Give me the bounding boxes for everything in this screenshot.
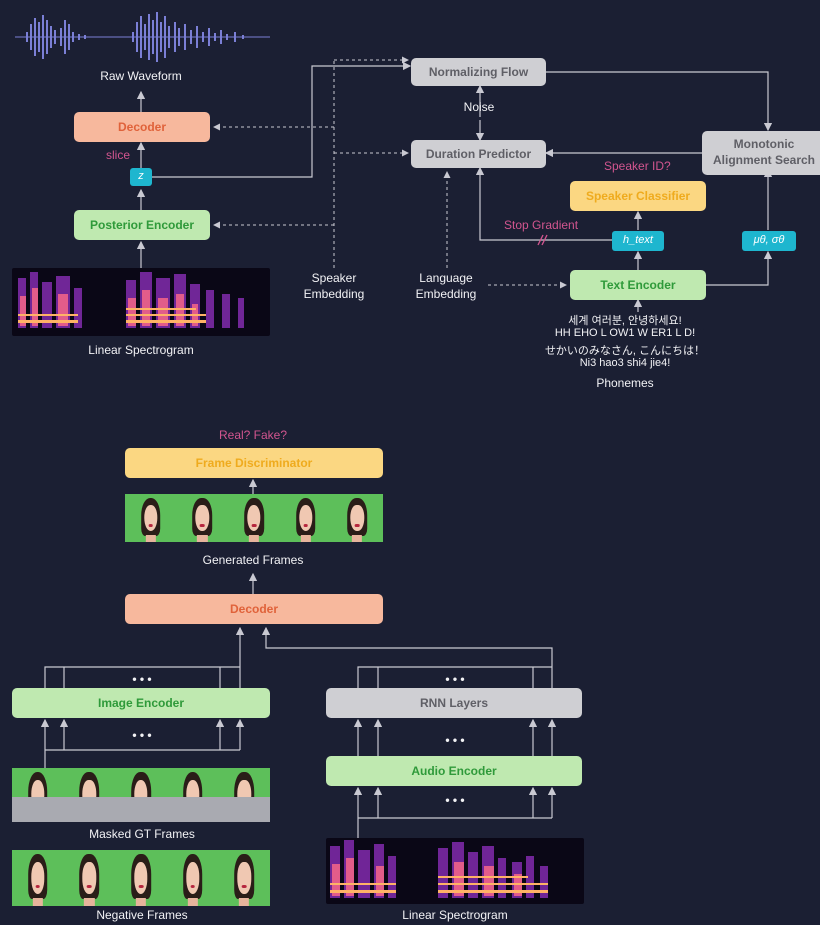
face-frame xyxy=(228,494,280,542)
decoder-box: Decoder xyxy=(74,112,210,142)
image-encoder-box: Image Encoder xyxy=(12,688,270,718)
posterior-encoder-box: Posterior Encoder xyxy=(74,210,210,240)
rnn-layers-box: RNN Layers xyxy=(326,688,582,718)
real-fake-label: Real? Fake? xyxy=(218,428,288,442)
face-frame xyxy=(280,494,332,542)
frame-discriminator-box: Frame Discriminator xyxy=(125,448,383,478)
z-latent-tag: z xyxy=(130,168,152,186)
stop-gradient-label: Stop Gradient xyxy=(504,218,579,232)
masked-gt-frames-label: Masked GT Frames xyxy=(89,827,195,841)
generated-frames-label: Generated Frames xyxy=(202,553,304,567)
masked-gt-frames-strip xyxy=(12,768,270,822)
language-embedding-label: Language Embedding xyxy=(415,271,477,301)
mu-sigma-tag: μθ, σθ xyxy=(742,231,796,251)
face-frame xyxy=(64,850,116,906)
image-encoder-input-ellipsis: • • • xyxy=(132,728,152,742)
noise-label: Noise xyxy=(463,100,495,114)
rnn-input-ellipsis: • • • xyxy=(445,733,465,747)
audio-encoder-input-ellipsis: • • • xyxy=(445,793,465,807)
bottom-linear-spectrogram-label: Linear Spectrogram xyxy=(402,908,508,922)
phoneme-line-3: せかいのみなさん, こんにちは！ xyxy=(544,345,706,357)
speaker-embedding-label: Speaker Embedding xyxy=(303,271,365,301)
negative-frames-strip xyxy=(12,850,270,906)
face-frame xyxy=(331,494,383,542)
speaker-classifier-box: Speaker Classifier xyxy=(570,181,706,211)
face-frame xyxy=(12,850,64,906)
face-frame xyxy=(115,850,167,906)
audio-encoder-box: Audio Encoder xyxy=(326,756,582,786)
face-frame xyxy=(177,494,229,542)
raw-waveform-icon xyxy=(15,12,270,62)
bottom-decoder-box: Decoder xyxy=(125,594,383,624)
text-encoder-box: Text Encoder xyxy=(570,270,706,300)
frame-mask xyxy=(12,796,270,822)
generated-frames-strip xyxy=(125,494,383,542)
linear-spectrogram-label: Linear Spectrogram xyxy=(88,343,194,357)
monotonic-alignment-search-box: Monotonic Alignment Search xyxy=(702,131,820,175)
face-frame xyxy=(218,850,270,906)
normalizing-flow-box: Normalizing Flow xyxy=(411,58,546,86)
h-text-tag: h_text xyxy=(612,231,664,251)
negative-frames-label: Negative Frames xyxy=(96,908,188,922)
speaker-id-label: Speaker ID? xyxy=(604,159,671,173)
duration-predictor-box: Duration Predictor xyxy=(411,140,546,168)
phoneme-line-4: Ni3 hao3 shi4 jie4! xyxy=(579,357,671,369)
raw-waveform-label: Raw Waveform xyxy=(100,69,182,83)
phoneme-line-1: 세계 여러분, 안녕하세요! xyxy=(568,315,682,327)
phonemes-label: Phonemes xyxy=(596,376,654,390)
face-frame xyxy=(167,850,219,906)
phoneme-line-2: HH EHO L OW1 W ER1 L D! xyxy=(554,327,696,339)
rnn-output-ellipsis: • • • xyxy=(445,672,465,686)
slice-label: slice xyxy=(106,148,131,162)
linear-spectrogram-image xyxy=(12,268,270,336)
image-encoder-output-ellipsis: • • • xyxy=(132,672,152,686)
bottom-linear-spectrogram-image xyxy=(326,838,584,904)
face-frame xyxy=(125,494,177,542)
